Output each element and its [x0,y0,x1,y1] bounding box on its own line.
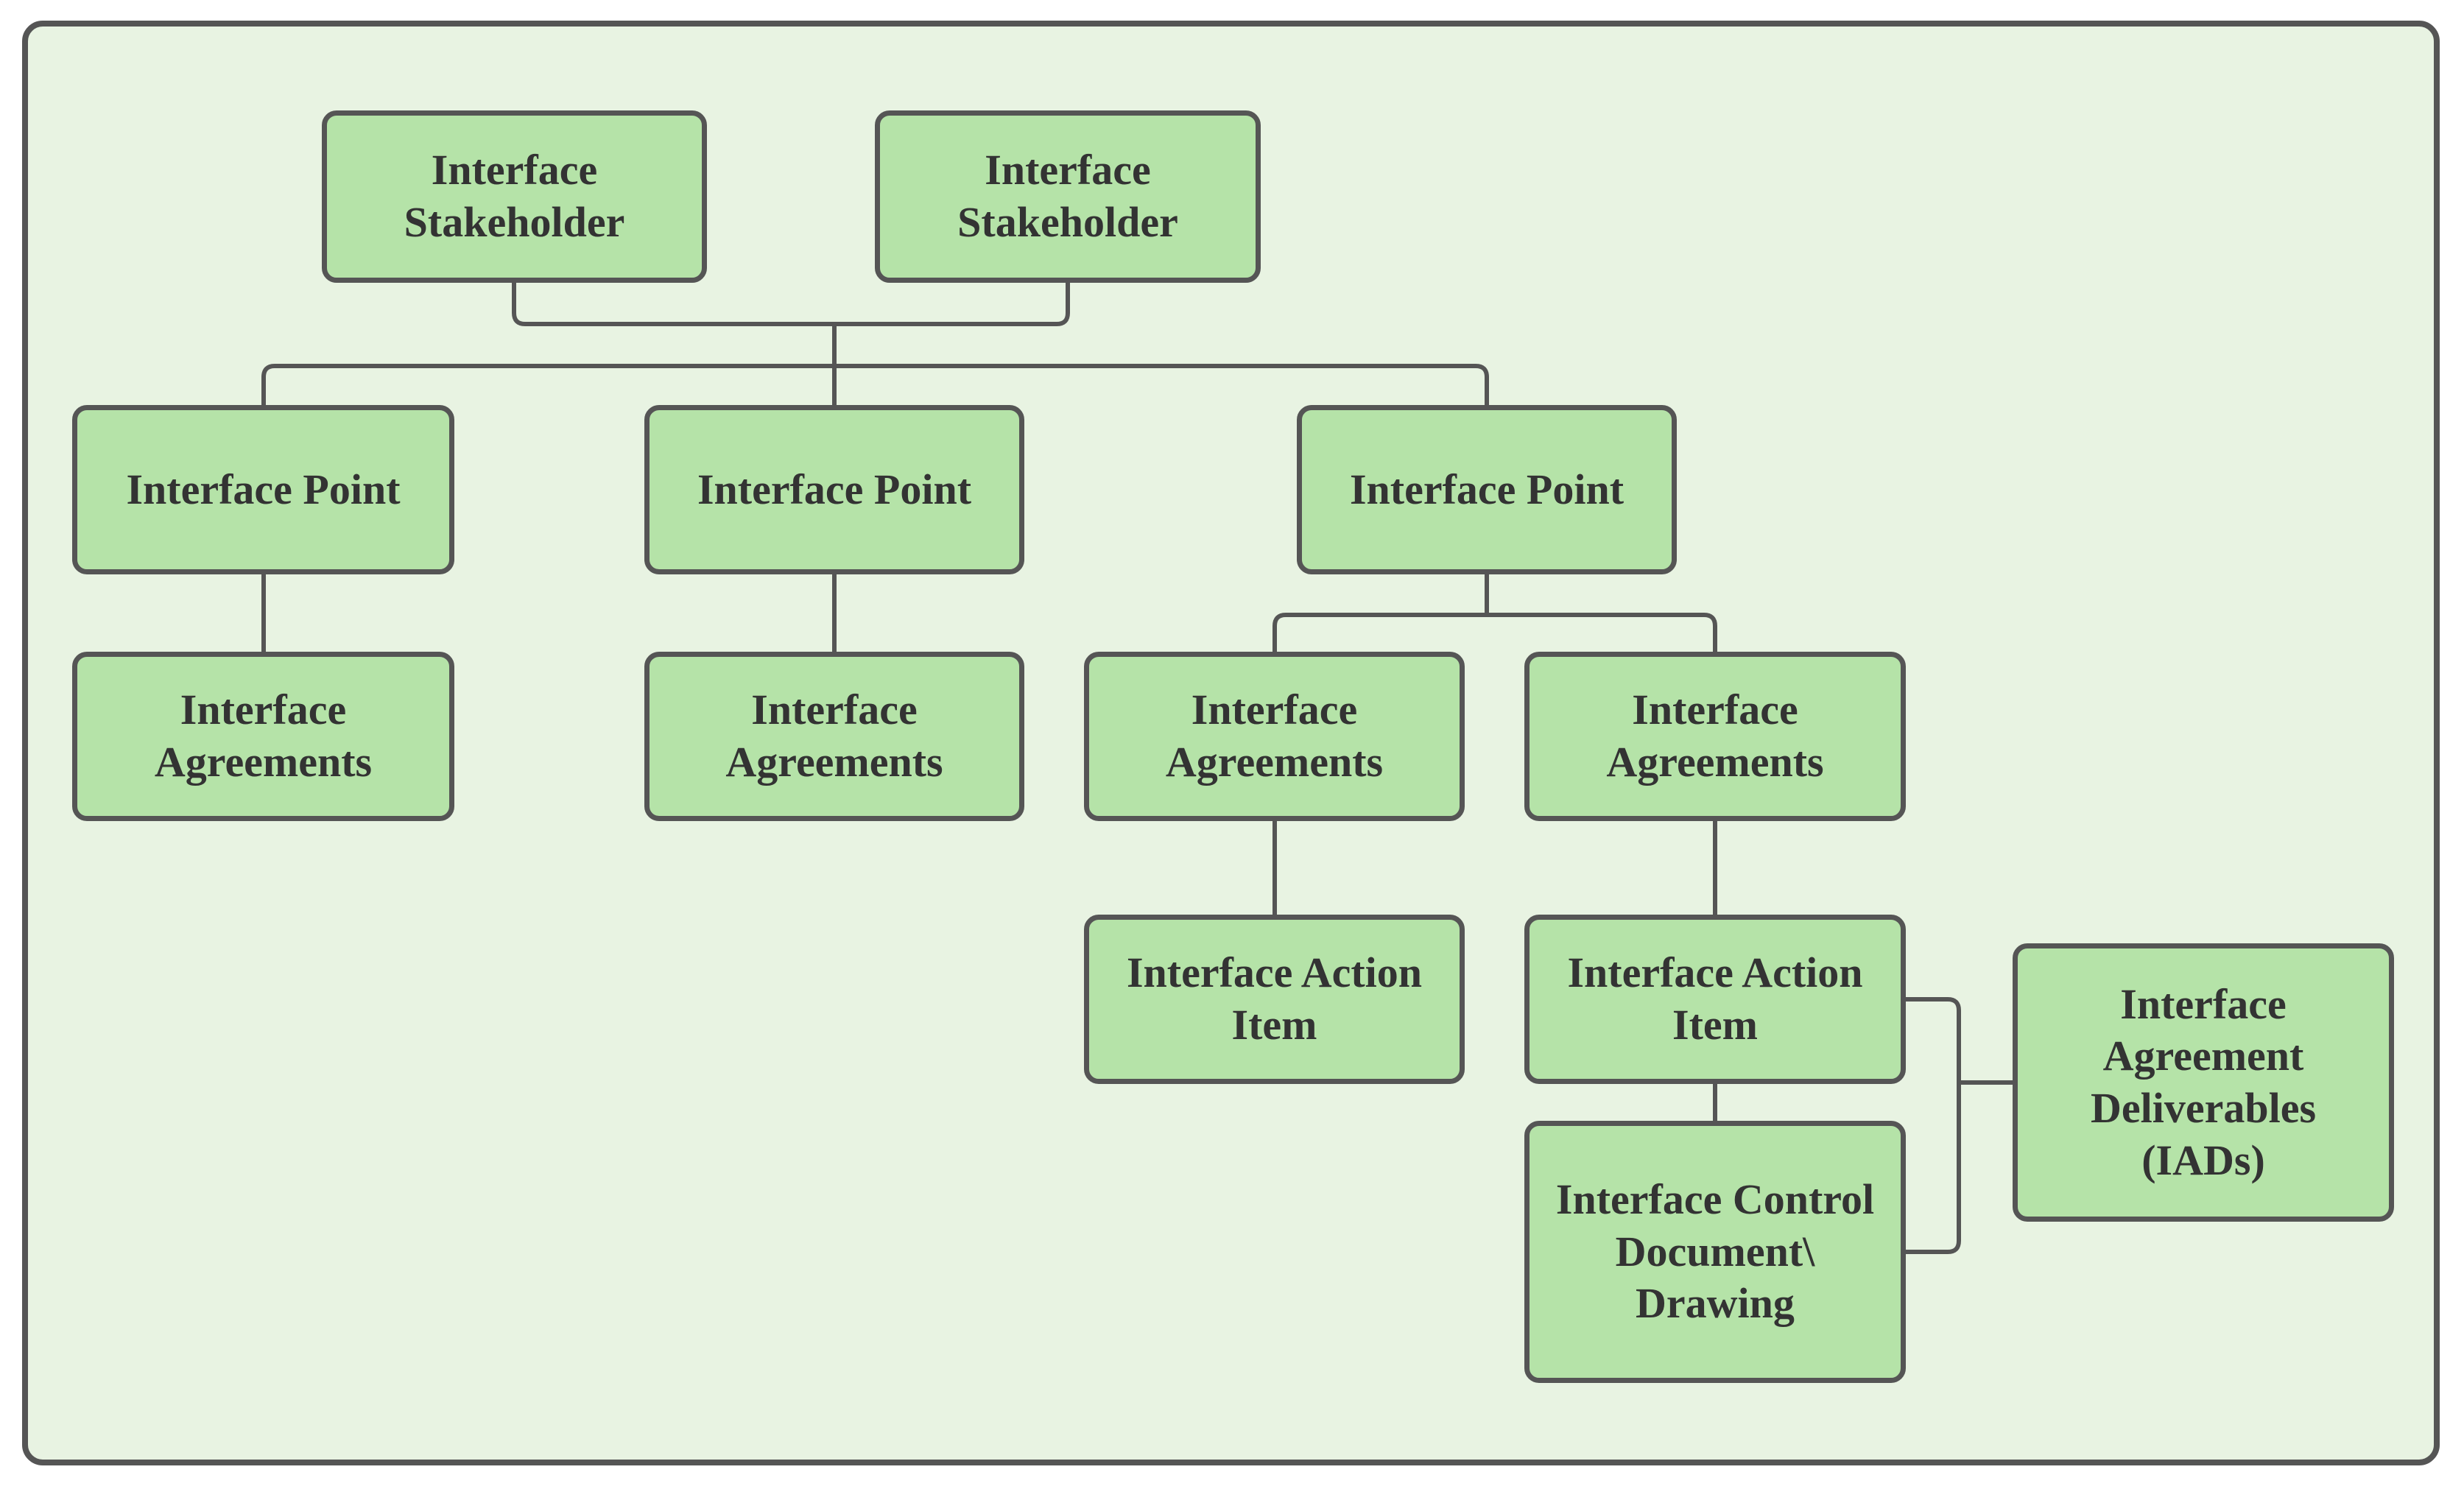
node-label: Interface Control Document\ Drawing [1555,1175,1875,1328]
node-label: Interface Point [697,465,972,513]
node-interface-action-item-2: Interface Action Item [1524,915,1906,1084]
node-label: Interface Stakeholder [404,146,625,246]
node-interface-stakeholder-1: Interface Stakeholder [322,110,707,283]
node-interface-point-2: Interface Point [644,405,1024,574]
node-label: Interface Point [126,465,401,513]
node-interface-action-item-1: Interface Action Item [1084,915,1465,1084]
node-label: Interface Agreements [1165,686,1384,786]
node-label: Interface Agreements [154,686,373,786]
node-interface-control-document: Interface Control Document\ Drawing [1524,1121,1906,1383]
node-interface-stakeholder-2: Interface Stakeholder [875,110,1261,283]
node-interface-agreements-1: Interface Agreements [72,652,454,821]
node-label: Interface Agreements [725,686,943,786]
node-label: Interface Point [1349,465,1625,513]
node-label: Interface Agreements [1606,686,1824,786]
node-label: Interface Action Item [1567,948,1863,1049]
node-label: Interface Stakeholder [957,146,1178,246]
node-interface-agreements-2: Interface Agreements [644,652,1024,821]
node-label: Interface Agreement Deliverables (IADs) [2090,979,2317,1184]
connector-stakeholders-join [512,283,1070,326]
node-label: Interface Action Item [1126,948,1423,1049]
connector-point3-split-bar [1273,613,1717,652]
connector-points-bus [261,364,1489,405]
node-interface-agreements-4: Interface Agreements [1524,652,1906,821]
node-interface-point-3: Interface Point [1297,405,1677,574]
node-interface-agreement-deliverables: Interface Agreement Deliverables (IADs) [2013,943,2394,1222]
node-interface-point-1: Interface Point [72,405,454,574]
connector-controldocument-deliverables [1906,1083,1961,1254]
node-interface-agreements-3: Interface Agreements [1084,652,1465,821]
connector-actionitem2-deliverables [1906,997,2013,1085]
